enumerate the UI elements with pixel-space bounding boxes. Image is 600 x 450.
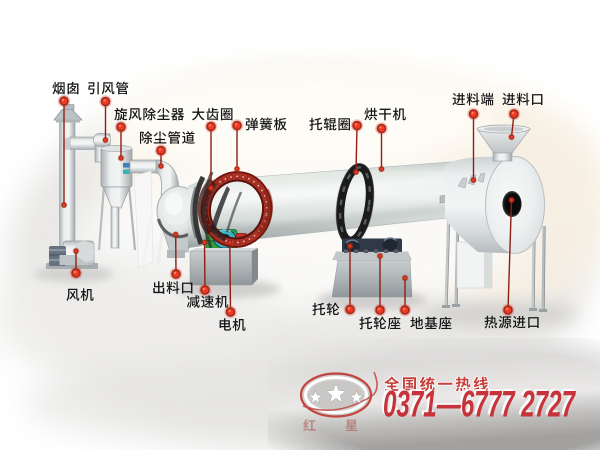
svg-text:0371—6777 2727: 0371—6777 2727 [383,383,577,424]
svg-text:0371—6777 2727: 0371—6777 2727 [381,382,575,423]
